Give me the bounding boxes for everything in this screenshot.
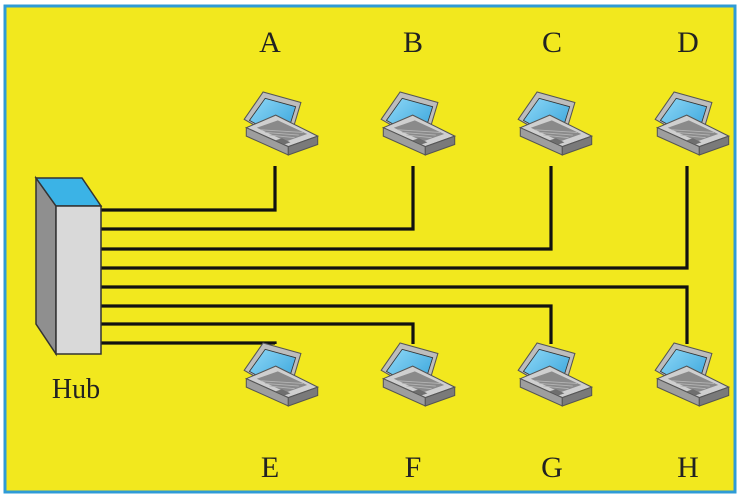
node-e: E: [243, 342, 319, 484]
node-d: D: [654, 26, 730, 156]
hub-side: [35, 175, 57, 357]
cable-d: [101, 166, 689, 270]
hub: Hub: [34, 175, 103, 405]
node-label-g: G: [541, 451, 563, 484]
cable-a: [101, 166, 277, 212]
cable-g: [101, 304, 553, 344]
node-label-b: B: [403, 26, 423, 59]
node-label-a: A: [259, 26, 281, 59]
node-c: C: [517, 26, 593, 156]
hub-front: [55, 205, 102, 355]
node-label-c: C: [542, 26, 562, 59]
node-b: B: [380, 26, 456, 156]
node-f: F: [380, 342, 456, 484]
node-a: A: [243, 26, 319, 156]
cable-b: [101, 166, 415, 231]
cables: [101, 166, 689, 345]
cable-h: [101, 285, 689, 344]
hub-label: Hub: [52, 374, 100, 405]
cable-e: [101, 341, 277, 345]
node-h: H: [654, 342, 730, 484]
node-label-h: H: [677, 451, 699, 484]
cable-f: [101, 322, 415, 344]
node-g: G: [517, 342, 593, 484]
node-label-e: E: [261, 451, 279, 484]
node-label-f: F: [405, 451, 422, 484]
node-label-d: D: [677, 26, 699, 59]
cable-c: [101, 166, 553, 251]
